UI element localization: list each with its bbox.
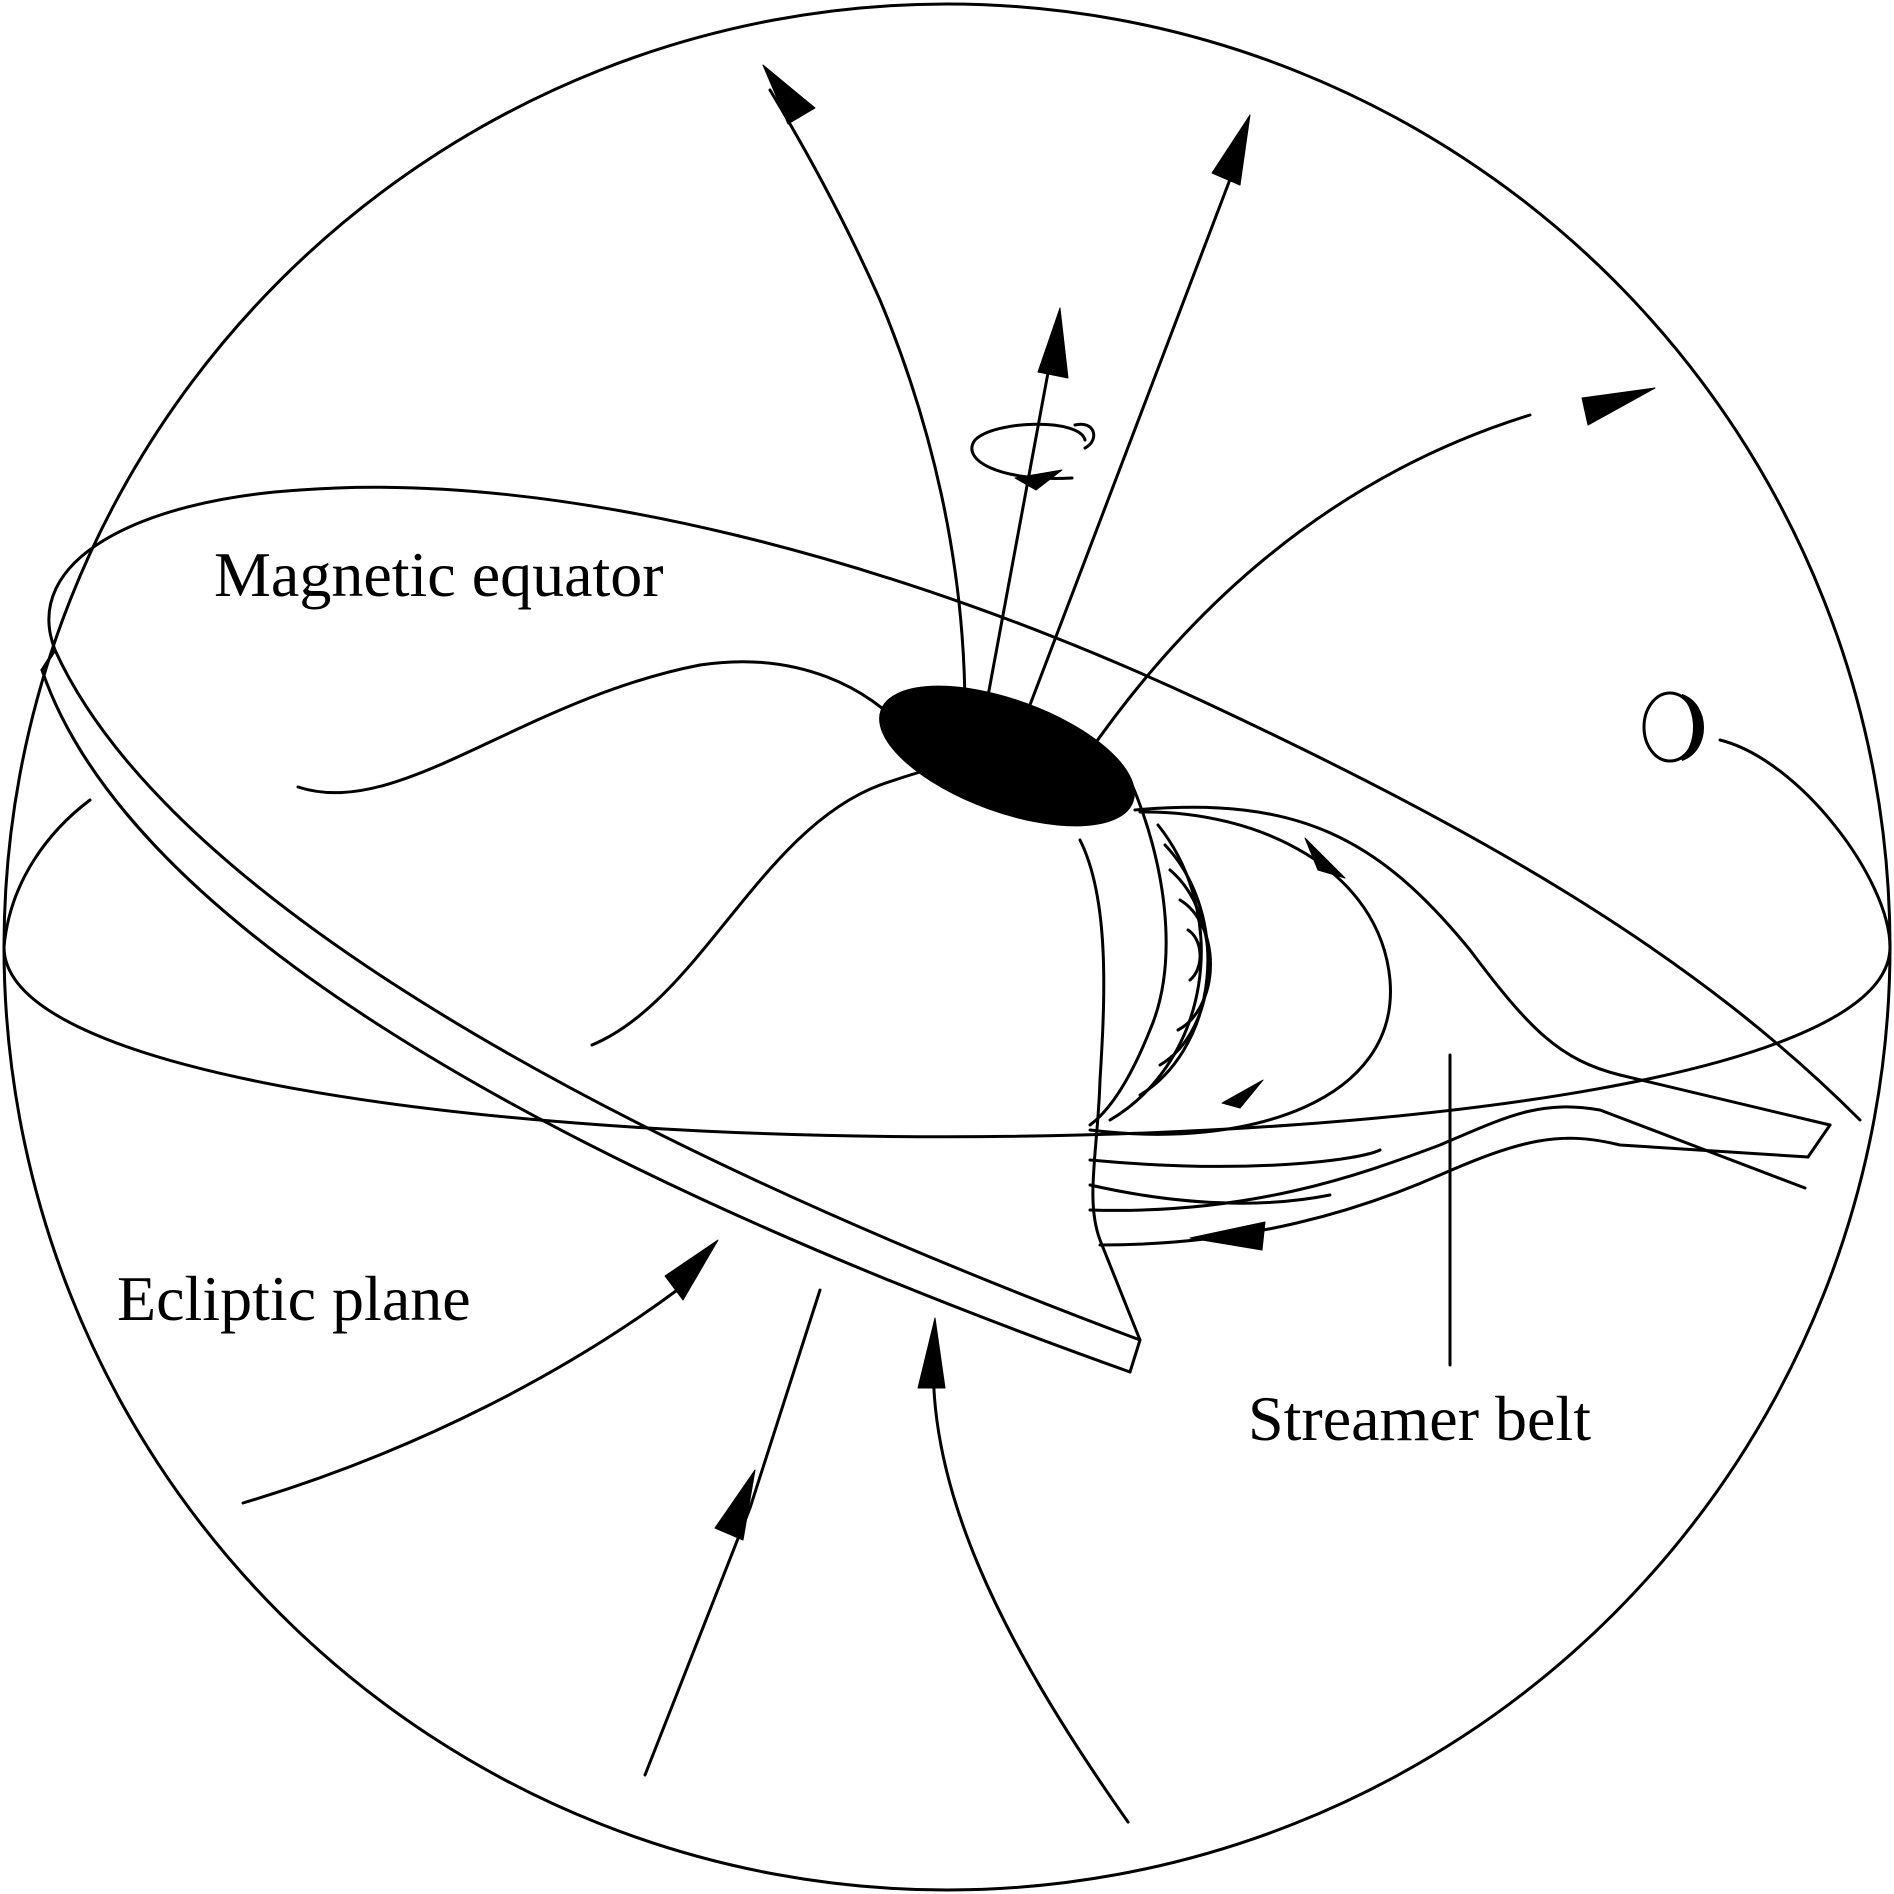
field-line-low-left bbox=[241, 1286, 682, 1505]
current-sheet-cut-edge-inner bbox=[1088, 778, 1168, 1127]
arrowhead-up-right bbox=[1211, 114, 1251, 186]
disc-field-line-front-left bbox=[590, 770, 922, 1047]
arrowhead-low-left bbox=[664, 1239, 719, 1301]
streamer-belt-end bbox=[1806, 1123, 1832, 1159]
field-line-right bbox=[1083, 413, 1532, 760]
current-sheet-cut-edge bbox=[1078, 838, 1142, 1342]
streamer-loop-6 bbox=[1088, 810, 1392, 1136]
field-line-up-left bbox=[768, 88, 967, 714]
rotation-indicator bbox=[970, 422, 1096, 491]
magnetic-equator-disc-top bbox=[47, 485, 1862, 1122]
streamer-loop-1 bbox=[1186, 928, 1202, 982]
magnetic-equator-disc-outer-edge bbox=[40, 668, 1132, 1374]
streamer-arrow-bottom bbox=[1189, 1221, 1266, 1251]
ecliptic-plane-ellipse bbox=[2, 738, 1892, 1139]
label-ecliptic-plane: Ecliptic plane bbox=[117, 1263, 471, 1334]
planet-shadow bbox=[1681, 694, 1704, 761]
rotation-loop bbox=[970, 422, 1087, 480]
disc-cut-end bbox=[1128, 1338, 1142, 1374]
field-line-low-center-left bbox=[643, 1288, 822, 1777]
rotation-arrowhead bbox=[1014, 469, 1063, 491]
magnetic-equator-disc-inner-edge bbox=[53, 648, 1142, 1342]
streamer-arrow-top bbox=[1304, 837, 1346, 879]
streamer-loop-8 bbox=[1088, 1183, 1332, 1205]
arrowhead-low-center-left bbox=[714, 1469, 756, 1541]
ecliptic-plane-back-edge bbox=[2, 798, 92, 949]
arrowhead-up-left bbox=[762, 64, 816, 125]
sun-polar-cap bbox=[879, 685, 1135, 827]
disc-field-line-left bbox=[296, 660, 907, 795]
streamer-belt-lower bbox=[1088, 1105, 1807, 1212]
streamer-belt-lower-2 bbox=[1098, 1136, 1810, 1247]
field-line-low-center bbox=[931, 1328, 1130, 1824]
field-line-up-right bbox=[1023, 138, 1247, 720]
label-streamer-belt: Streamer belt bbox=[1248, 1383, 1591, 1454]
arrowhead-right bbox=[1581, 387, 1656, 426]
arrowhead-up-center bbox=[1037, 307, 1069, 379]
rotation-loop-right bbox=[1073, 422, 1096, 450]
streamer-loop-7 bbox=[1088, 1148, 1382, 1168]
streamer-arrow-middle bbox=[1221, 1079, 1264, 1109]
label-magnetic-equator: Magnetic equator bbox=[214, 539, 664, 610]
arrowhead-low-center bbox=[917, 1317, 946, 1389]
disc-thickness-left bbox=[40, 648, 57, 672]
streamer-belt-upper bbox=[1133, 805, 1832, 1127]
streamer-loop-5 bbox=[1108, 823, 1203, 1122]
streamer-loops bbox=[1088, 810, 1392, 1205]
streamer-loop-2 bbox=[1176, 898, 1212, 1032]
field-line-up-center bbox=[983, 333, 1057, 714]
